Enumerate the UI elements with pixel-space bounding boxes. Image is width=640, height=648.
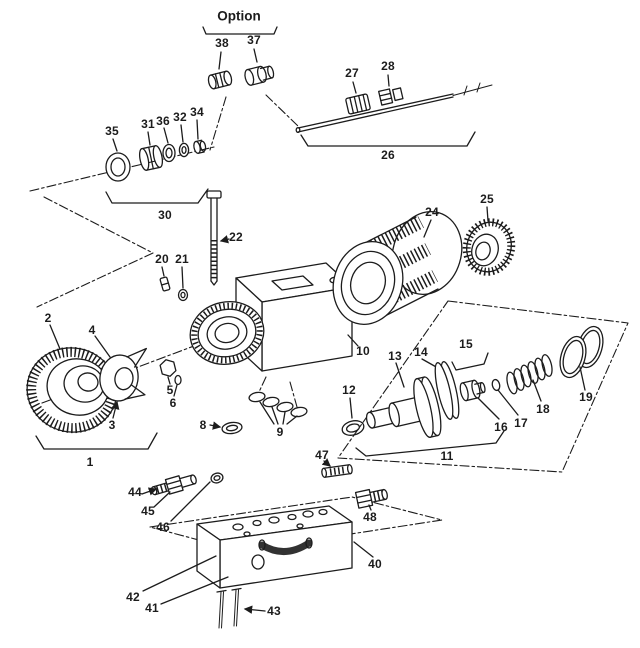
packing-set-drawing xyxy=(105,119,209,204)
screw-and-pins-drawing xyxy=(159,190,230,302)
needle-assembly-drawing xyxy=(295,74,493,147)
retainer-and-knob-drawing xyxy=(332,206,516,326)
hose-elbow xyxy=(258,539,313,555)
part-20-pin xyxy=(159,276,171,292)
part-44-45-fitting xyxy=(150,474,197,496)
part-28-lock-nut xyxy=(378,87,404,106)
part-47-stud xyxy=(321,464,353,478)
option-parts-drawing xyxy=(202,26,278,90)
piston-group-drawing xyxy=(341,325,604,457)
part-4-air-cap xyxy=(99,347,148,402)
manifold-drawing xyxy=(142,505,374,629)
seal-rings-drawing xyxy=(209,376,308,435)
part-16-valve xyxy=(459,379,486,402)
part-37-valve xyxy=(244,65,275,86)
part-38-plug xyxy=(207,70,233,90)
fittings-drawing xyxy=(141,458,388,522)
part-34-nut xyxy=(193,139,207,154)
air-cap-group-drawing xyxy=(26,324,182,450)
part-13-piston xyxy=(365,376,442,438)
part-27-packing-nut xyxy=(345,93,371,115)
valve-body-drawing xyxy=(189,262,359,372)
part-31-seal xyxy=(138,145,164,171)
part-5-nut xyxy=(159,359,177,377)
